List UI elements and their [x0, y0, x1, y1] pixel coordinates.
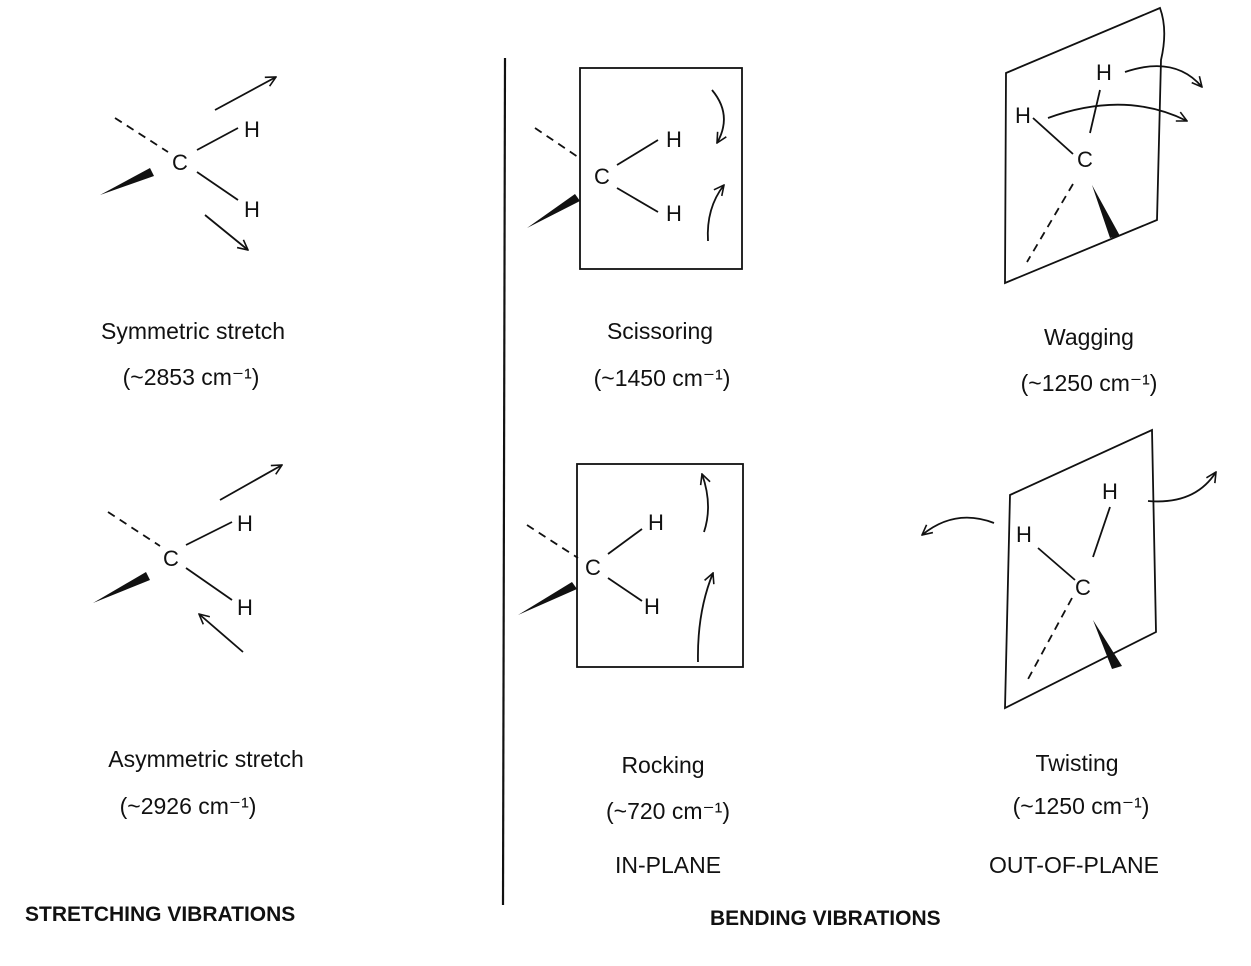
- dashed-bond: [534, 127, 579, 158]
- atom-hydrogen: H: [1016, 522, 1032, 547]
- scissor-arrow-lower: [706, 185, 724, 242]
- atom-hydrogen: H: [1102, 479, 1118, 504]
- scissoring-molecule: [527, 67, 743, 270]
- asymmetric-stretch-frequency: (~2926 cm⁻¹): [119, 793, 257, 819]
- rocking-label: Rocking: [621, 752, 705, 778]
- dashed-bond: [526, 524, 579, 559]
- atom-labels: C H H C H H C H H C H H C H H C H H: [163, 60, 1118, 620]
- atom-hydrogen: H: [1096, 60, 1112, 85]
- wedge-bond: [518, 582, 577, 615]
- ch-bond-left: [1032, 117, 1074, 155]
- atom-carbon: C: [1075, 575, 1091, 600]
- atom-hydrogen: H: [237, 595, 253, 620]
- rock-arrow-upper: [702, 474, 708, 533]
- atom-hydrogen: H: [237, 511, 253, 536]
- dashed-bond: [1026, 183, 1074, 263]
- ch-bond-upper: [616, 139, 659, 166]
- atom-carbon: C: [594, 164, 610, 189]
- scissoring-frequency: (~1450 cm⁻¹): [593, 365, 731, 391]
- ch-bond-upper: [196, 127, 239, 151]
- stretch-arrow-outward-upper: [214, 77, 276, 111]
- twisting-frequency: (~1250 cm⁻¹): [1012, 793, 1150, 819]
- atom-hydrogen: H: [644, 594, 660, 619]
- molecular-plane: [1004, 6, 1166, 285]
- dashed-bond: [1026, 597, 1073, 682]
- wagging-molecule: [1004, 6, 1202, 285]
- atom-hydrogen: H: [648, 510, 664, 535]
- ch-bond-left: [1037, 547, 1076, 581]
- wedge-bond: [1092, 185, 1120, 238]
- in-plane-label: IN-PLANE: [614, 852, 722, 878]
- stretching-heading: STRETCHING VIBRATIONS: [25, 903, 296, 926]
- stretch-arrow-inward: [199, 614, 244, 653]
- stretch-arrow-outward: [219, 465, 282, 501]
- out-of-plane-label: OUT-OF-PLANE: [989, 852, 1159, 878]
- atom-hydrogen: H: [1015, 103, 1031, 128]
- atom-carbon: C: [1077, 147, 1093, 172]
- ch-bond-lower: [196, 171, 239, 201]
- twist-arrow-left: [922, 516, 995, 535]
- wedge-bond: [93, 572, 150, 603]
- molecular-plane: [576, 463, 744, 668]
- ch-bond-right: [1089, 89, 1101, 134]
- section-divider: [501, 57, 507, 906]
- stretch-arrow-outward-lower: [204, 214, 248, 250]
- twisting-label: Twisting: [1035, 750, 1119, 776]
- dashed-bond: [107, 511, 161, 547]
- symmetric-stretch-label: Symmetric stretch: [100, 318, 286, 344]
- wagging-frequency: (~1250 cm⁻¹): [1020, 370, 1158, 396]
- molecular-plane: [579, 67, 743, 270]
- scissor-arrow-upper: [711, 89, 724, 143]
- ch-bond-upper: [185, 521, 233, 546]
- atom-hydrogen: H: [666, 201, 682, 226]
- ch-bond-upper: [607, 528, 643, 555]
- wag-arrow-upper: [1124, 65, 1202, 87]
- atom-carbon: C: [172, 150, 188, 175]
- rock-arrow-lower: [697, 573, 713, 663]
- twisting-molecule: [922, 428, 1216, 710]
- rocking-frequency: (~720 cm⁻¹): [606, 798, 730, 824]
- symmetric-stretch-molecule: [100, 77, 276, 250]
- wag-arrow-lower: [1047, 103, 1187, 122]
- asymmetric-stretch-molecule: [93, 465, 282, 653]
- wedge-bond: [527, 194, 580, 228]
- rocking-molecule: [518, 463, 744, 668]
- atom-hydrogen: H: [244, 117, 260, 142]
- atom-carbon: C: [163, 546, 179, 571]
- atom-carbon: C: [585, 555, 601, 580]
- ch-bond-lower: [616, 187, 659, 213]
- scissoring-label: Scissoring: [606, 318, 714, 344]
- symmetric-stretch-frequency: (~2853 cm⁻¹): [122, 364, 260, 390]
- ch-bond-lower: [607, 577, 643, 602]
- wedge-bond: [100, 168, 154, 195]
- molecular-plane: [1004, 428, 1157, 710]
- bending-heading: BENDING VIBRATIONS: [710, 907, 941, 930]
- atom-hydrogen: H: [244, 197, 260, 222]
- atom-hydrogen: H: [666, 127, 682, 152]
- ch-bond-right: [1092, 506, 1111, 558]
- ch-bond-lower: [185, 567, 233, 601]
- wedge-bond: [1093, 620, 1122, 669]
- twist-arrow-right: [1147, 472, 1216, 503]
- dashed-bond: [114, 117, 169, 153]
- wagging-label: Wagging: [1044, 324, 1134, 350]
- asymmetric-stretch-label: Asymmetric stretch: [108, 746, 304, 772]
